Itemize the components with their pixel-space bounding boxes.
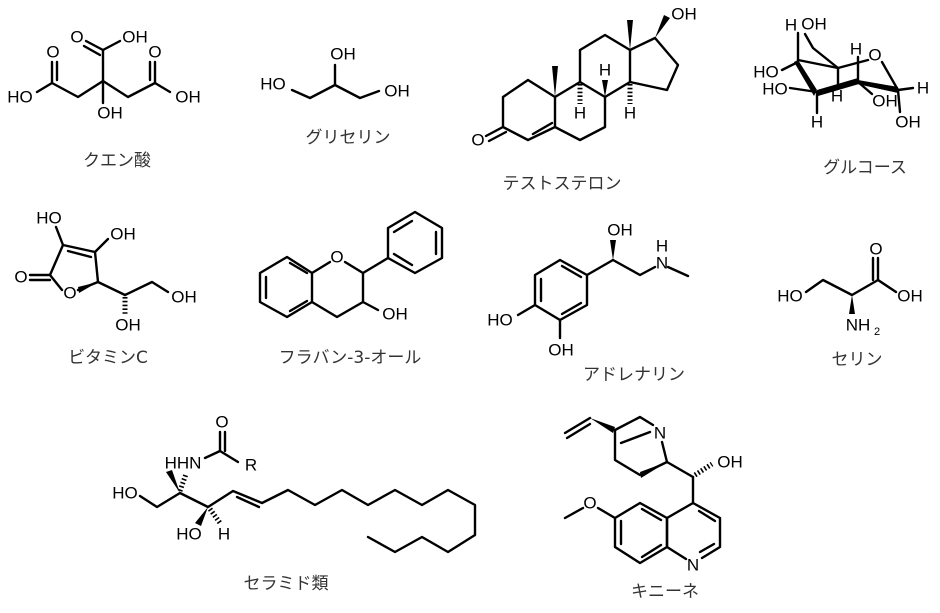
molecule-name: フラバン-3-オール <box>279 348 422 368</box>
molecule-name: グルコース <box>823 158 907 178</box>
atom-label: OH <box>382 305 408 324</box>
atom-label: O <box>868 46 881 65</box>
molecule-citric-acid: O OH O HO O OH OH クエン酸 <box>7 28 201 172</box>
atom-label: H <box>917 79 929 98</box>
atom-label: H <box>785 16 797 35</box>
atom-label: HO <box>176 525 202 544</box>
atom-label: OH <box>607 221 633 240</box>
atom-label: HHN <box>165 454 202 473</box>
atom-label: O <box>471 131 484 150</box>
atom-label: OH <box>872 92 898 111</box>
atom-label: O <box>330 248 343 267</box>
atom-label: OH <box>110 225 136 244</box>
molecule-name: テストステロン <box>503 174 622 194</box>
atom-label: H <box>811 113 823 132</box>
molecule-quinine: N OH O N キニーネ <box>563 415 743 602</box>
atom-label: HO <box>7 88 33 107</box>
atom-label: O <box>215 413 228 432</box>
atom-label: HO <box>36 209 62 228</box>
molecule-glycerol: HO OH OH グリセリン <box>260 45 410 149</box>
atom-label: NH <box>846 316 871 335</box>
atom-label: H <box>656 237 668 256</box>
atom-label: OH <box>801 15 827 34</box>
atom-label: OH <box>122 28 148 47</box>
atom-label: HO <box>487 311 513 330</box>
molecule-name: クエン酸 <box>83 151 151 171</box>
atom-label: H <box>599 61 611 80</box>
atom-label: OH <box>671 5 697 24</box>
molecule-name: ビタミンC <box>68 348 148 368</box>
atom-label: OH <box>897 287 923 306</box>
atom-label: OH <box>895 113 921 132</box>
atom-label: OH <box>171 288 197 307</box>
atom-label: O <box>46 43 59 62</box>
atom-label: O <box>869 240 882 259</box>
atom-label: HO <box>260 75 286 94</box>
atom-label: N <box>654 424 666 443</box>
molecule-glucose: H OH HO HO H H H O H OH OH グルコース <box>753 15 929 179</box>
atom-label: N <box>687 556 699 575</box>
atom-label: OH <box>115 316 141 335</box>
molecule-adrenaline: HO OH OH H N アドレナリン <box>487 221 690 385</box>
atom-label: H <box>574 104 586 123</box>
atom-label-subscript: 2 <box>874 326 880 338</box>
molecule-name: グリセリン <box>306 128 391 148</box>
atom-label: OH <box>175 88 201 107</box>
atom-label: R <box>245 456 257 475</box>
atom-label: OH <box>384 82 410 101</box>
atom-label: OH <box>548 341 574 360</box>
atom-label: H <box>624 104 636 123</box>
atom-label: O <box>70 28 83 47</box>
molecule-ceramide: O HHN R HO HO H セラミド類 <box>112 413 477 594</box>
atom-label: N <box>656 254 668 273</box>
atom-label: O <box>63 284 76 303</box>
molecule-name: セラミド類 <box>244 574 329 594</box>
molecule-serine: HO O OH NH 2 セリン <box>777 240 923 371</box>
atom-label: H <box>218 525 230 544</box>
atom-label: HO <box>753 63 779 82</box>
molecule-name: キニーネ <box>631 582 699 602</box>
atom-label: H <box>831 87 843 106</box>
atom-label: HO <box>777 287 803 306</box>
atom-label: OH <box>717 453 743 472</box>
atom-label: H <box>850 40 862 59</box>
molecule-name: アドレナリン <box>583 365 685 385</box>
molecule-testosterone: O OH H H H テストステロン <box>471 5 696 195</box>
atom-label: HO <box>762 80 788 99</box>
atom-label: OH <box>97 104 123 123</box>
molecule-flavan-3-ol: O OH フラバン-3-オール <box>258 210 444 368</box>
molecule-name: セリン <box>832 350 883 370</box>
atom-label: O <box>583 494 596 513</box>
atom-label: OH <box>330 45 356 64</box>
molecule-vitamin-c: HO OH O O OH OH ビタミンC <box>14 209 196 369</box>
atom-label: HO <box>112 484 138 503</box>
atom-label: O <box>14 268 27 287</box>
atom-label: O <box>148 43 161 62</box>
